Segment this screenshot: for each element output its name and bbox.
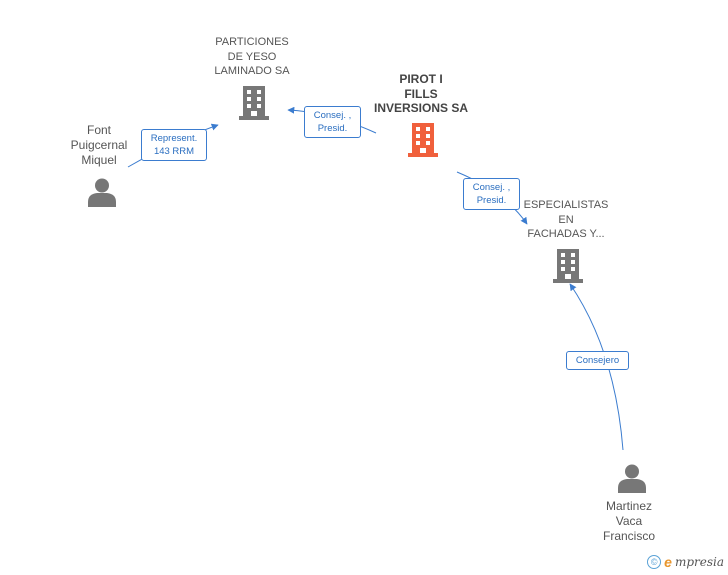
edge-label-represent[interactable]: Represent. 143 RRM (141, 129, 207, 161)
person-label-font[interactable]: Font Puigcernal Miquel (70, 123, 128, 167)
brand-initial: e (664, 554, 672, 570)
company-label-particiones[interactable]: PARTICIONES DE YESO LAMINADO SA (214, 36, 290, 77)
building-icon[interactable] (408, 123, 438, 157)
person-icon[interactable] (88, 178, 116, 208)
building-icon[interactable] (239, 86, 269, 120)
edge-label-consej-presid[interactable]: Consej. , Presid. (304, 106, 361, 138)
copyright-icon: © (647, 555, 662, 569)
person-icon[interactable] (618, 464, 646, 494)
person-label-martinez[interactable]: Martinez Vaca Francisco (602, 499, 656, 543)
company-label-especialistas[interactable]: ESPECIALISTAS EN FACHADAS Y... (523, 199, 609, 240)
building-icon[interactable] (553, 249, 583, 283)
edge-label-consejero[interactable]: Consejero (566, 351, 629, 370)
edge-label-consej-presid[interactable]: Consej. , Presid. (463, 178, 520, 210)
company-label-pirot[interactable]: PIROT I FILLS INVERSIONS SA (373, 72, 469, 115)
brand-name: mpresia (674, 555, 724, 569)
